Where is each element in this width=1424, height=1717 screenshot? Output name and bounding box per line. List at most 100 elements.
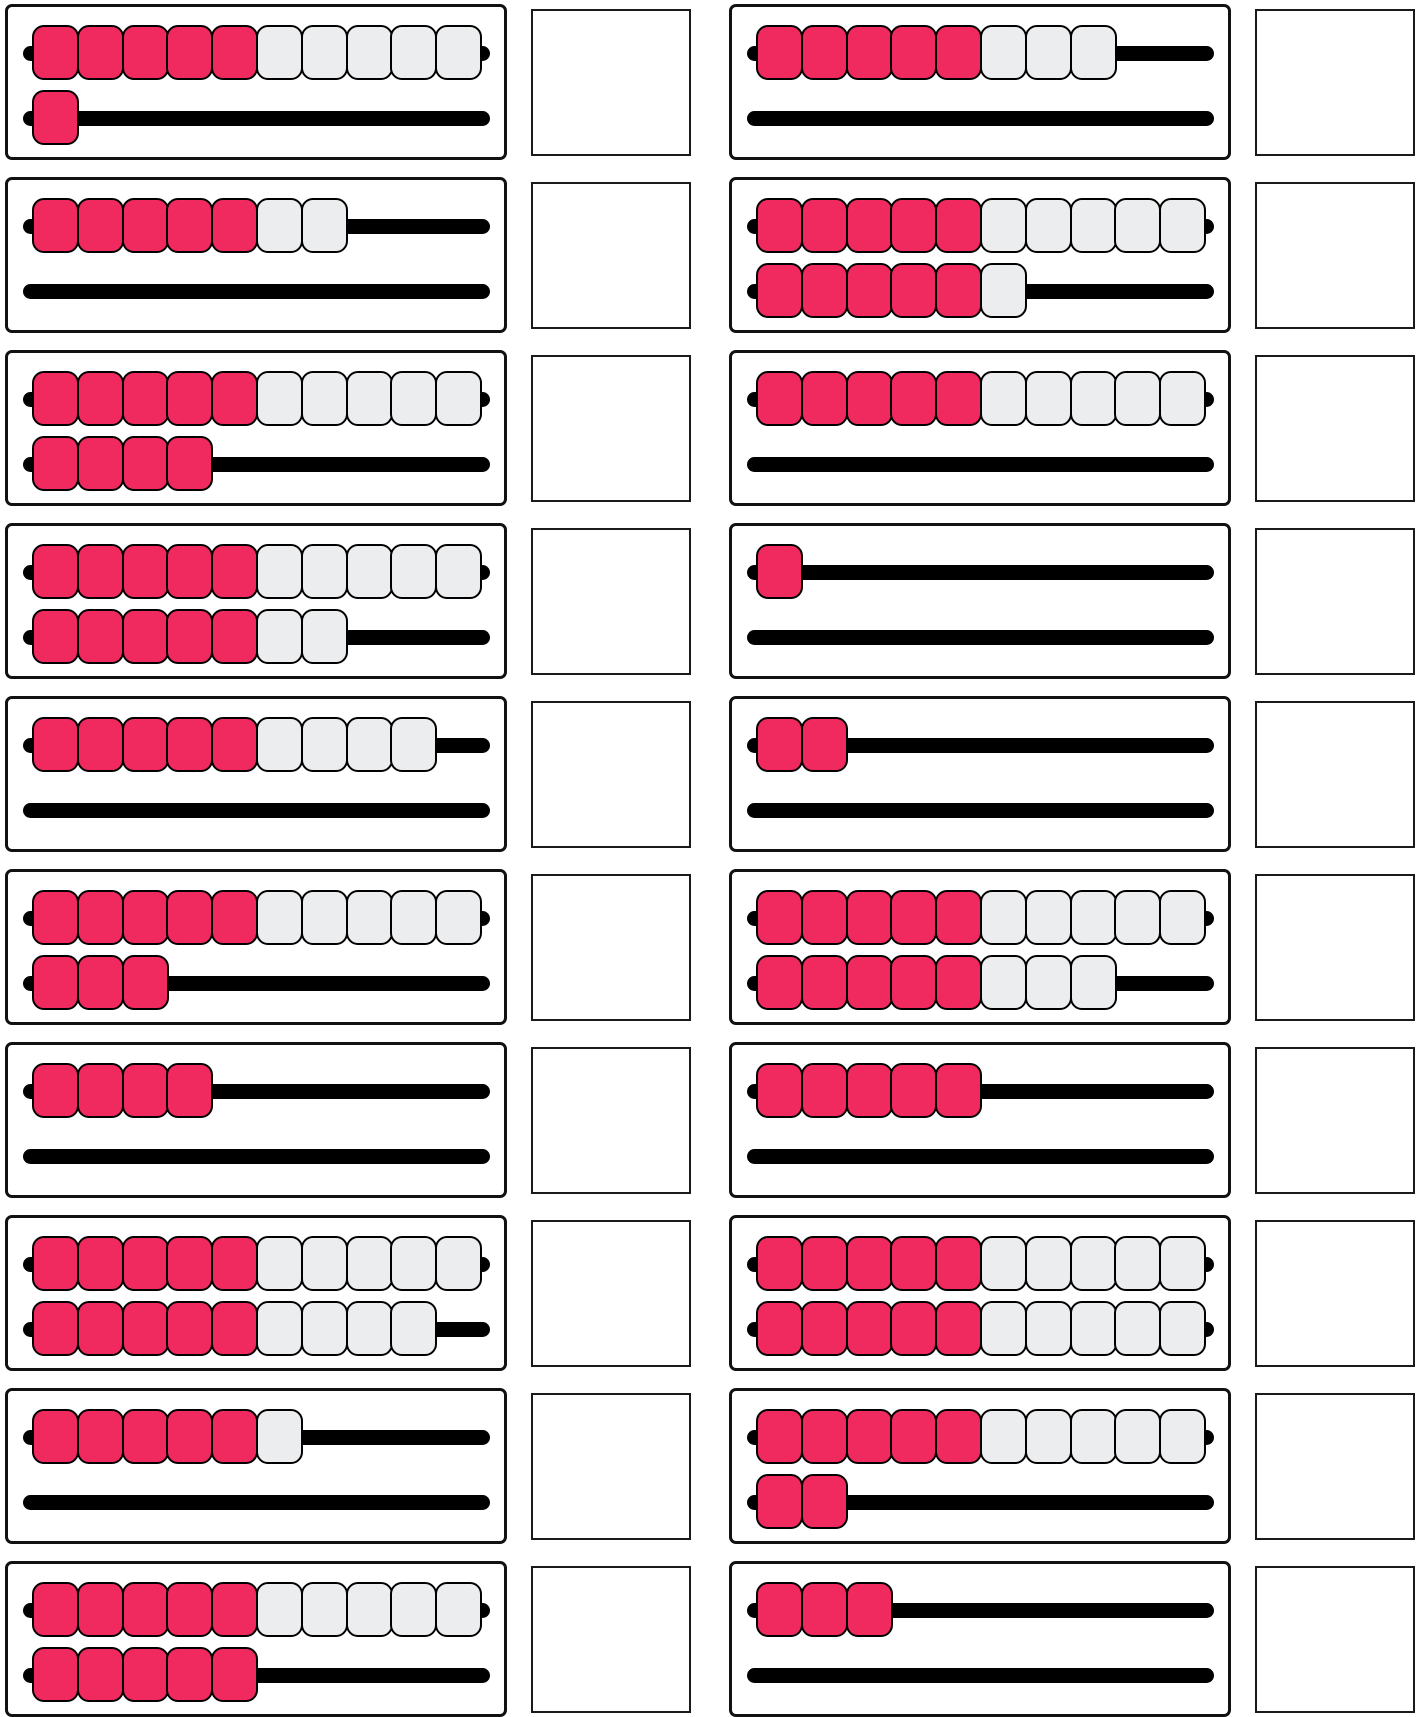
rekenrek-rod xyxy=(23,1149,490,1164)
red-bead xyxy=(801,263,848,318)
answer-box[interactable] xyxy=(531,528,691,675)
white-bead xyxy=(346,544,393,599)
white-bead xyxy=(1070,25,1117,80)
red-bead xyxy=(890,263,937,318)
red-bead xyxy=(890,1063,937,1118)
red-bead xyxy=(77,1063,124,1118)
answer-box[interactable] xyxy=(1255,874,1415,1021)
red-bead xyxy=(166,1063,213,1118)
white-bead xyxy=(1114,1301,1161,1356)
red-bead xyxy=(801,1582,848,1637)
red-bead xyxy=(166,1409,213,1464)
red-bead xyxy=(801,1409,848,1464)
red-bead xyxy=(32,717,79,772)
white-bead xyxy=(301,371,348,426)
white-bead xyxy=(980,1409,1027,1464)
red-bead xyxy=(166,436,213,491)
red-bead xyxy=(801,25,848,80)
answer-box[interactable] xyxy=(1255,528,1415,675)
red-bead xyxy=(801,1236,848,1291)
rekenrek-frame xyxy=(729,4,1231,160)
answer-box[interactable] xyxy=(531,1566,691,1713)
red-bead xyxy=(890,955,937,1010)
red-bead xyxy=(32,198,79,253)
white-bead xyxy=(1070,1409,1117,1464)
rekenrek-rod xyxy=(23,284,490,299)
white-bead xyxy=(301,609,348,664)
answer-box[interactable] xyxy=(531,874,691,1021)
red-bead xyxy=(32,1647,79,1702)
red-bead xyxy=(935,890,982,945)
rekenrek-frame xyxy=(5,1042,507,1198)
white-bead xyxy=(256,198,303,253)
answer-box[interactable] xyxy=(1255,182,1415,329)
red-bead xyxy=(756,1474,803,1529)
answer-box[interactable] xyxy=(531,701,691,848)
white-bead xyxy=(346,1236,393,1291)
white-bead xyxy=(980,263,1027,318)
white-bead xyxy=(980,955,1027,1010)
red-bead xyxy=(801,890,848,945)
red-bead xyxy=(77,955,124,1010)
answer-box[interactable] xyxy=(531,182,691,329)
rekenrek-frame xyxy=(5,869,507,1025)
white-bead xyxy=(390,1582,437,1637)
answer-box[interactable] xyxy=(1255,701,1415,848)
red-bead xyxy=(166,25,213,80)
red-bead xyxy=(756,1301,803,1356)
answer-box[interactable] xyxy=(531,1220,691,1367)
rekenrek-frame xyxy=(5,523,507,679)
rekenrek-frame xyxy=(5,177,507,333)
white-bead xyxy=(301,717,348,772)
white-bead xyxy=(1025,198,1072,253)
answer-box[interactable] xyxy=(1255,1220,1415,1367)
answer-box[interactable] xyxy=(531,1393,691,1540)
white-bead xyxy=(1114,371,1161,426)
answer-box[interactable] xyxy=(1255,355,1415,502)
white-bead xyxy=(435,25,482,80)
red-bead xyxy=(756,1582,803,1637)
red-bead xyxy=(122,1582,169,1637)
rekenrek-frame xyxy=(729,350,1231,506)
answer-box[interactable] xyxy=(531,9,691,156)
white-bead xyxy=(301,1582,348,1637)
answer-box[interactable] xyxy=(531,1047,691,1194)
answer-box[interactable] xyxy=(1255,9,1415,156)
rekenrek-frame xyxy=(729,1561,1231,1717)
answer-box[interactable] xyxy=(1255,1047,1415,1194)
answer-box[interactable] xyxy=(531,355,691,502)
red-bead xyxy=(77,198,124,253)
white-bead xyxy=(1159,198,1206,253)
red-bead xyxy=(122,890,169,945)
red-bead xyxy=(756,544,803,599)
red-bead xyxy=(211,198,258,253)
white-bead xyxy=(256,1582,303,1637)
rekenrek-rod xyxy=(747,111,1214,126)
answer-box[interactable] xyxy=(1255,1393,1415,1540)
white-bead xyxy=(980,1236,1027,1291)
white-bead xyxy=(1114,1236,1161,1291)
red-bead xyxy=(801,955,848,1010)
red-bead xyxy=(77,25,124,80)
red-bead xyxy=(935,263,982,318)
red-bead xyxy=(756,198,803,253)
white-bead xyxy=(301,544,348,599)
red-bead xyxy=(77,717,124,772)
rekenrek-frame xyxy=(729,523,1231,679)
white-bead xyxy=(301,198,348,253)
white-bead xyxy=(256,371,303,426)
red-bead xyxy=(846,25,893,80)
red-bead xyxy=(166,198,213,253)
red-bead xyxy=(211,890,258,945)
red-bead xyxy=(211,1647,258,1702)
rekenrek-rod xyxy=(23,111,490,126)
red-bead xyxy=(935,371,982,426)
white-bead xyxy=(346,890,393,945)
red-bead xyxy=(77,609,124,664)
red-bead xyxy=(32,25,79,80)
red-bead xyxy=(211,544,258,599)
red-bead xyxy=(32,609,79,664)
answer-box[interactable] xyxy=(1255,1566,1415,1713)
red-bead xyxy=(32,1236,79,1291)
